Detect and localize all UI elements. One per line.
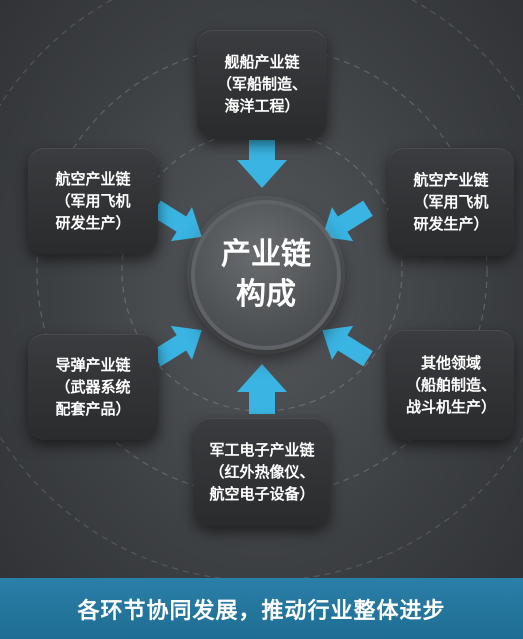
center-line1: 产业链 (221, 237, 311, 272)
node-left-upper-line2: （军用飞机 (55, 192, 131, 210)
footer-banner: 各环节协同发展，推动行业整体进步 (0, 578, 523, 639)
arrow-from-right-upper (322, 200, 373, 242)
footer-text: 各环节协同发展，推动行业整体进步 (77, 598, 446, 624)
node-right-upper-line2: （军用飞机 (413, 193, 489, 211)
node-right-lower-line3: 战斗机生产） (405, 398, 496, 416)
node-left-upper-line3: 研发生产） (55, 214, 131, 232)
center-node: 产业链 构成 (191, 200, 341, 350)
node-right-upper-line3: 研发生产） (413, 215, 489, 233)
node-left-upper: 航空产业链 （军用飞机 研发生产） (28, 148, 158, 254)
node-left-lower-line1: 导弹产业链 (55, 356, 131, 374)
arrow-from-bottom (237, 364, 287, 414)
arrow-from-top (237, 140, 287, 188)
node-right-upper: 航空产业链 （军用飞机 研发生产） (388, 148, 514, 256)
center-line2: 构成 (236, 277, 296, 312)
node-left-upper-line1: 航空产业链 (55, 170, 131, 188)
node-left-lower-line3: 配套产品） (55, 400, 131, 418)
node-top-line2: （军船制造、 (216, 75, 307, 93)
arrows-layer (151, 140, 373, 414)
arrow-from-right-lower (322, 325, 373, 367)
node-bottom-line1: 军工电子产业链 (209, 441, 315, 459)
arrow-from-left-lower (151, 325, 202, 367)
node-left-lower: 导弹产业链 （武器系统 配套产品） (28, 334, 158, 440)
arrow-from-left-upper (151, 200, 202, 242)
node-top-line1: 舰船产业链 (224, 53, 300, 71)
node-top-line3: 海洋工程） (224, 97, 300, 115)
node-right-upper-line1: 航空产业链 (413, 171, 489, 189)
node-bottom-line3: 航空电子设备） (209, 485, 315, 503)
node-right-lower: 其他领域 （船舶制造、 战斗机生产） (388, 330, 514, 440)
node-top: 舰船产业链 （军船制造、 海洋工程） (197, 30, 327, 138)
node-bottom: 军工电子产业链 （红外热像仪、 航空电子设备） (194, 418, 330, 526)
node-bottom-line2: （红外热像仪、 (209, 463, 315, 481)
node-right-lower-line1: 其他领域 (420, 354, 481, 372)
node-left-lower-line2: （武器系统 (55, 378, 131, 396)
node-right-lower-line2: （船舶制造、 (405, 376, 496, 394)
